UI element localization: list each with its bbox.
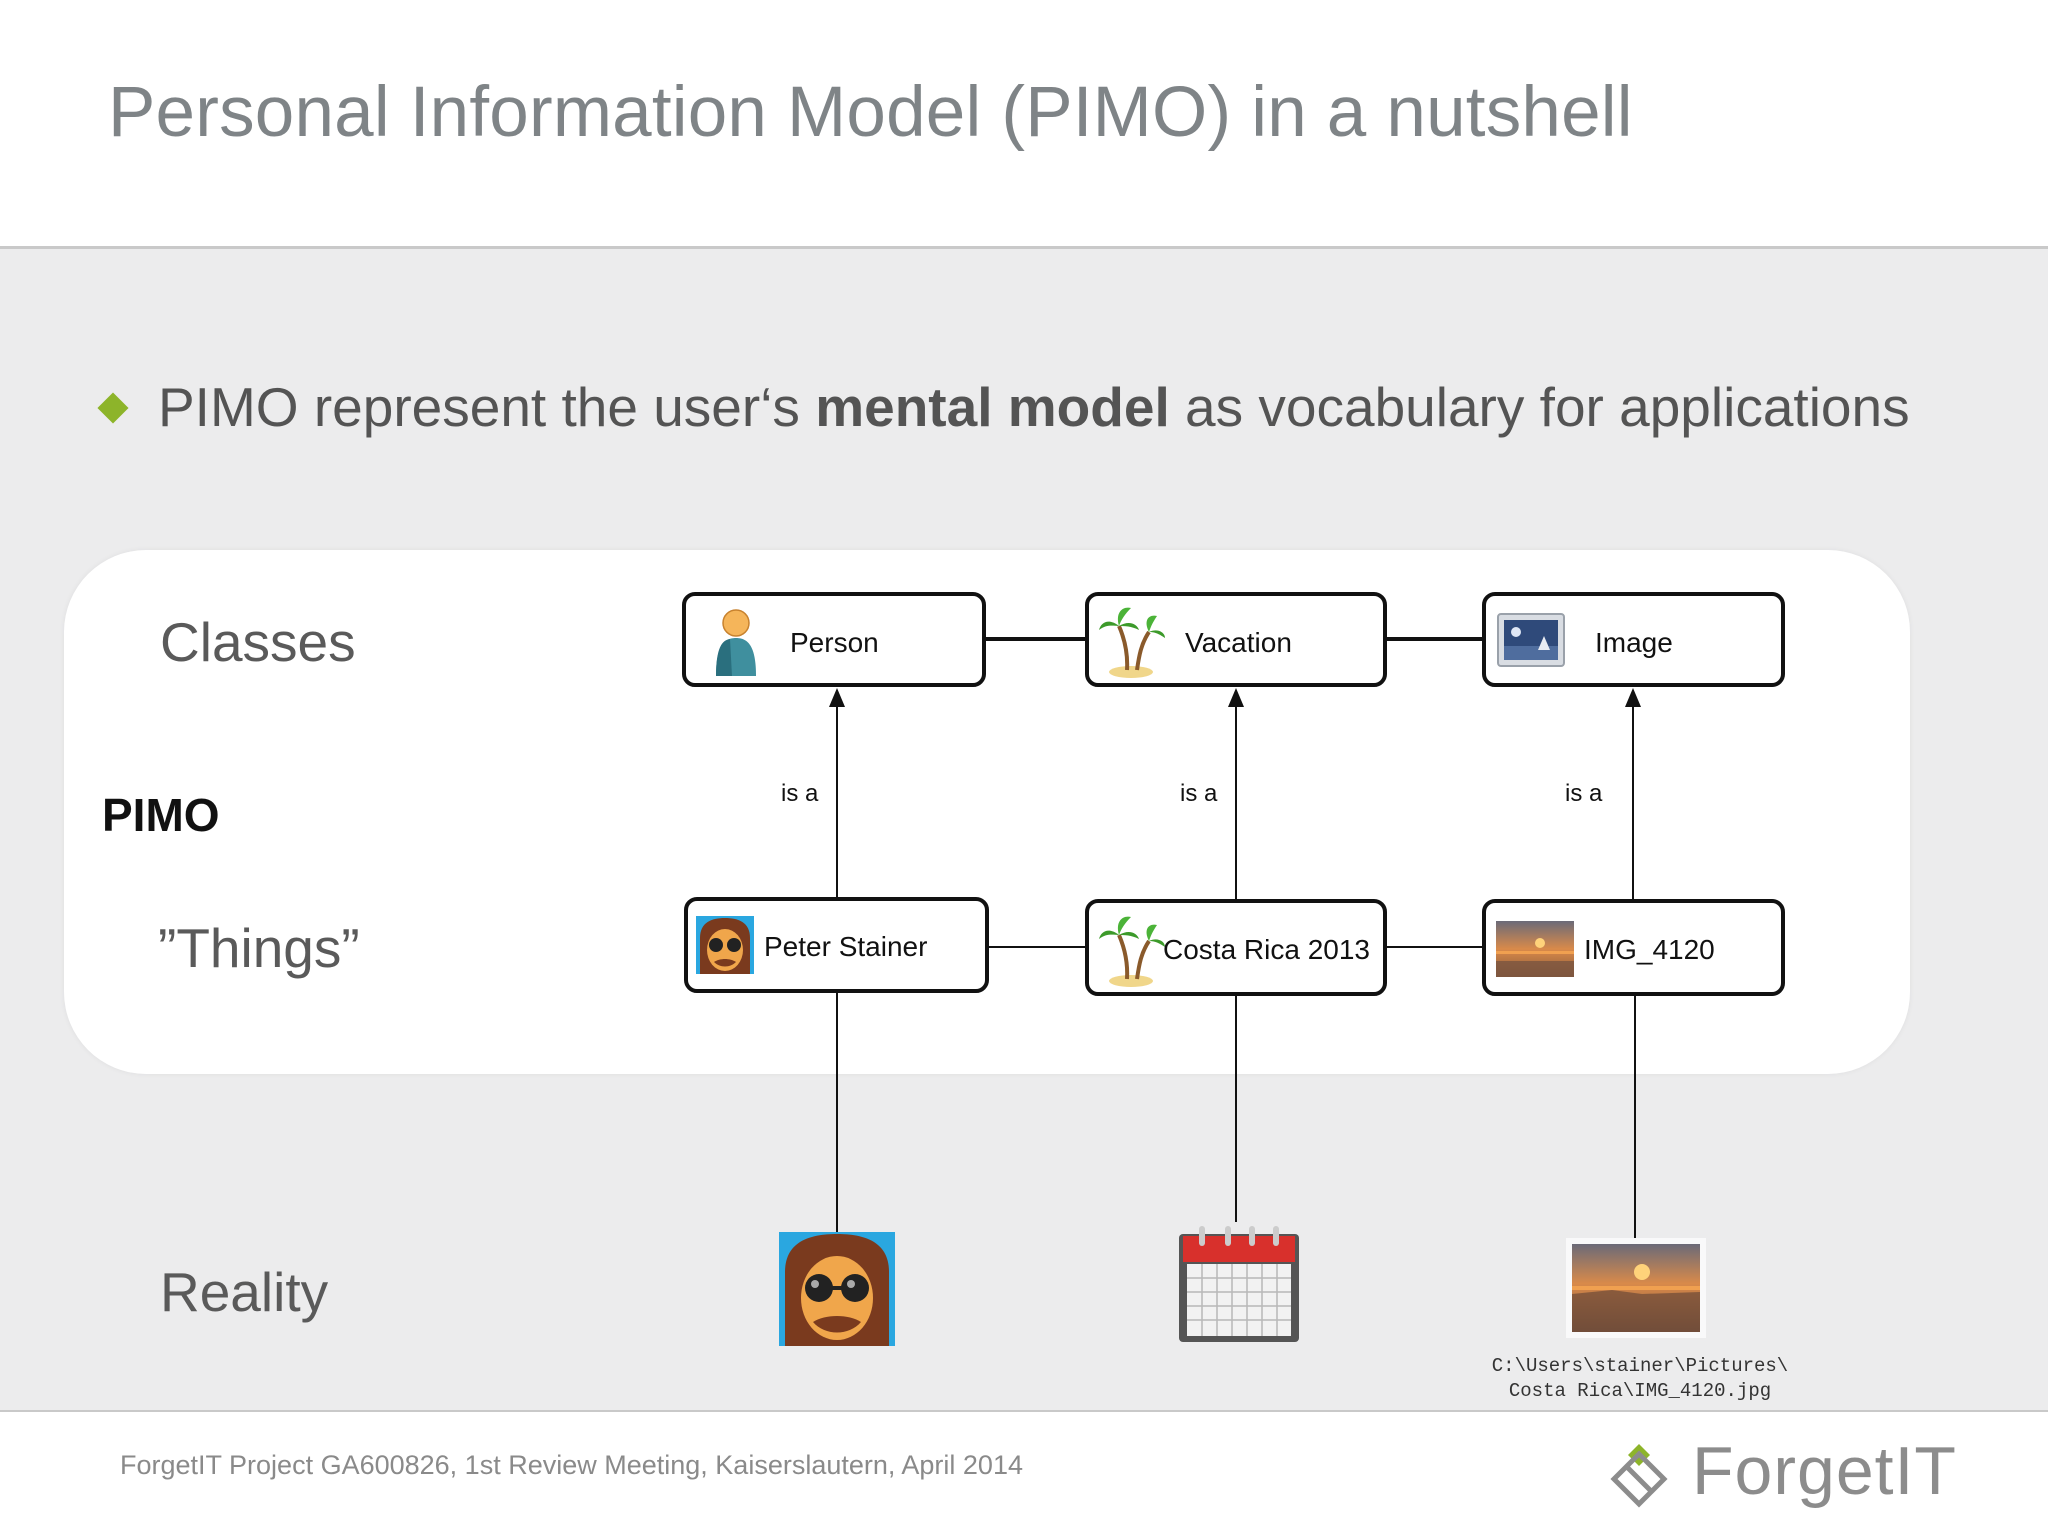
is-a-arrow-vacation [1228, 688, 1244, 707]
thing-node-peter-stainer-label: Peter Stainer [764, 931, 928, 962]
edge-label-is-a-vacation: is a [1180, 780, 1218, 807]
is-a-arrow-person [829, 688, 845, 707]
bullet-text: PIMO represent the user‘s mental model a… [158, 375, 1910, 439]
reality-sunset-photo-icon [1566, 1238, 1706, 1338]
face-avatar-icon [696, 916, 754, 974]
class-node-vacation-label: Vacation [1185, 627, 1292, 658]
footer-divider [0, 1410, 2048, 1412]
thing-node-costa-rica-2013[interactable]: Costa Rica 2013 [1085, 899, 1387, 996]
reality-face-avatar-icon [779, 1232, 895, 1346]
class-node-person[interactable]: Person [682, 592, 986, 687]
thing-node-img-4120-label: IMG_4120 [1584, 934, 1715, 965]
row-label-reality: Reality [160, 1261, 329, 1323]
image-icon [1497, 613, 1565, 667]
bullet-text-bold: mental model [815, 376, 1170, 438]
brand-name: ForgetIT [1692, 1433, 1957, 1509]
person-icon [716, 609, 756, 676]
sunset-photo-icon [1496, 921, 1574, 977]
forgetit-logo-icon [1610, 1444, 1668, 1508]
edge-label-is-a-image: is a [1565, 780, 1603, 807]
thing-node-img-4120[interactable]: IMG_4120 [1482, 899, 1785, 996]
is-a-arrow-image [1625, 688, 1641, 707]
row-label-pimo: PIMO [102, 789, 220, 841]
footer-text: ForgetIT Project GA600826, 1st Review Me… [120, 1450, 1023, 1480]
palm-tree-icon [1099, 607, 1165, 678]
slide-footer [0, 1412, 2048, 1536]
edge-label-is-a-person: is a [781, 780, 819, 807]
file-path-line1: C:\Users\stainer\Pictures\ [1491, 1355, 1789, 1377]
class-node-image[interactable]: Image [1482, 592, 1785, 687]
slide-title: Personal Information Model (PIMO) in a n… [108, 73, 1633, 152]
palm-tree-icon [1099, 916, 1165, 987]
bullet-text-post: as vocabulary for applications [1169, 376, 1910, 438]
class-node-person-label: Person [790, 627, 879, 658]
row-label-classes: Classes [160, 611, 356, 673]
bullet-text-pre: PIMO represent the user‘s [158, 376, 816, 438]
thing-node-peter-stainer[interactable]: Peter Stainer [684, 897, 989, 993]
class-node-vacation[interactable]: Vacation [1085, 592, 1387, 687]
file-path-line2: Costa Rica\IMG_4120.jpg [1508, 1380, 1772, 1402]
file-path: C:\Users\stainer\Pictures\ Costa Rica\IM… [1440, 1354, 1840, 1404]
reality-calendar-icon [1179, 1226, 1299, 1342]
thing-node-costa-rica-2013-label: Costa Rica 2013 [1163, 934, 1371, 965]
slide-header: Personal Information Model (PIMO) in a n… [0, 0, 2048, 249]
class-node-image-label: Image [1595, 627, 1673, 658]
row-label-things: ”Things” [158, 917, 360, 979]
